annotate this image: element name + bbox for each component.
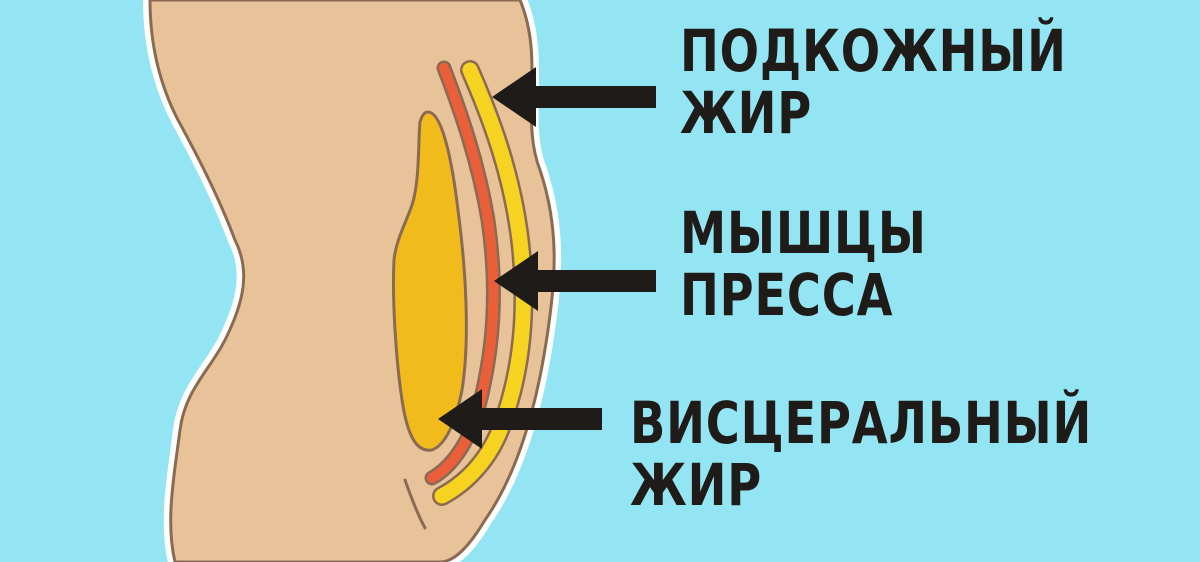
subcutaneous-fat-label-line-1: ПОДКОЖНЫЙ — [680, 17, 1067, 85]
visceral-fat-label: ВИСЦЕРАЛЬНЫЙ ЖИР — [630, 392, 1092, 516]
abdominal-muscles-label-line-1: МЫШЦЫ — [680, 199, 927, 267]
subcutaneous-fat-label: ПОДКОЖНЫЙ ЖИР — [680, 20, 1067, 144]
arrow-left-icon — [438, 389, 602, 449]
abdominal-muscles-label-line-2: ПРЕССА — [680, 261, 894, 329]
abdominal-muscle-layer-fill — [427, 63, 499, 483]
arrow-left-icon — [494, 251, 656, 311]
visceral-fat-label-line-2: ЖИР — [630, 451, 763, 519]
arrow-left-icon — [492, 67, 656, 127]
subcutaneous-fat-layer-fill — [434, 62, 531, 504]
abdominal-muscles-label: МЫШЦЫ ПРЕССА — [680, 202, 927, 326]
subcutaneous-fat-label-line-2: ЖИР — [680, 79, 813, 147]
visceral-fat-label-line-1: ВИСЦЕРАЛЬНЫЙ — [630, 389, 1093, 457]
navel-crease — [403, 478, 427, 530]
visceral-fat-layer — [391, 110, 468, 452]
